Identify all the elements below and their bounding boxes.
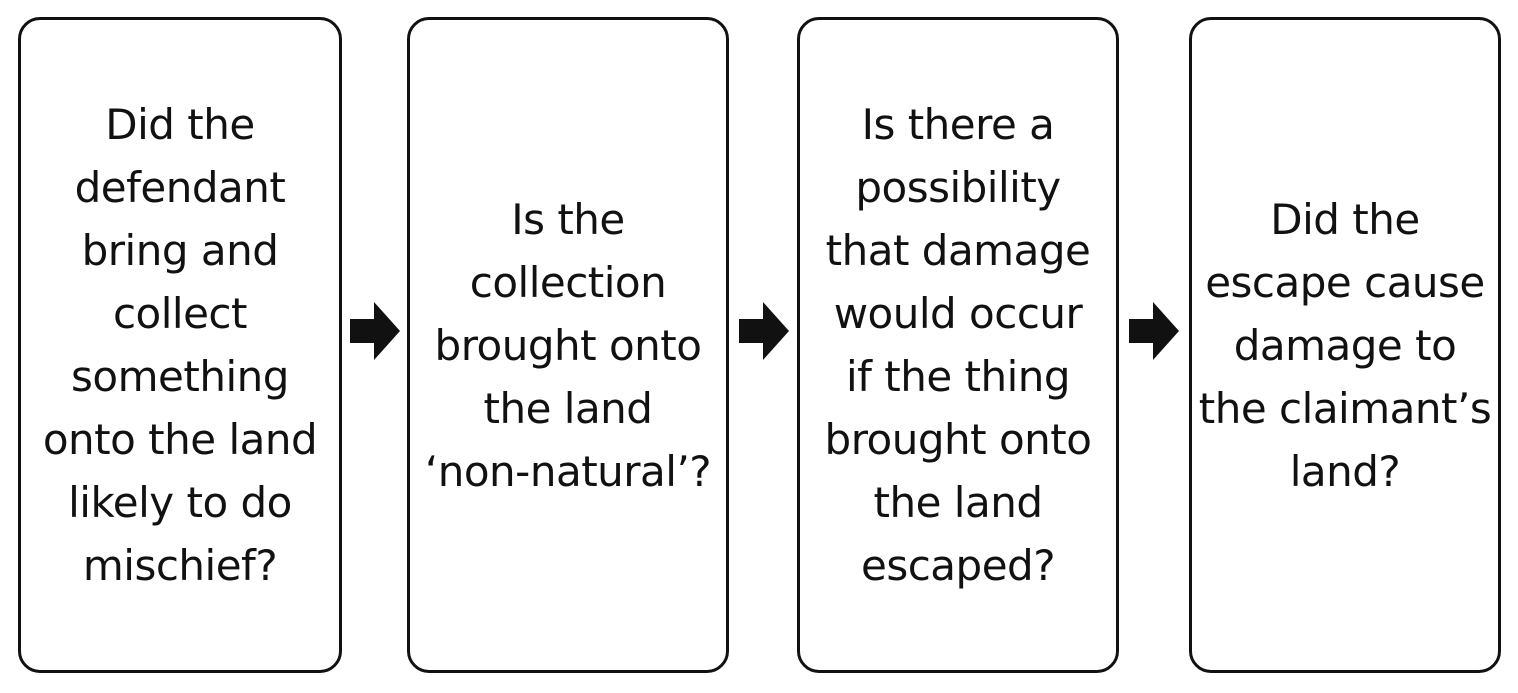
step-text-2: Is the collection brought onto the land … bbox=[424, 194, 712, 496]
right-arrow-icon-shape bbox=[739, 302, 789, 360]
right-arrow-icon-shape bbox=[350, 302, 400, 360]
step-box-2: Is the collection brought onto the land … bbox=[407, 17, 729, 673]
step-text-1: Did the defendant bring and collect some… bbox=[42, 100, 318, 590]
step-text-3: Is there a possibility that damage would… bbox=[824, 100, 1092, 590]
step-box-1: Did the defendant bring and collect some… bbox=[18, 17, 342, 673]
step-text-4: Did the escape cause damage to the claim… bbox=[1198, 194, 1492, 496]
right-arrow-icon-shape bbox=[1129, 302, 1179, 360]
right-arrow-icon bbox=[739, 302, 789, 360]
right-arrow-icon bbox=[1129, 302, 1179, 360]
step-box-4: Did the escape cause damage to the claim… bbox=[1189, 17, 1501, 673]
step-box-3: Is there a possibility that damage would… bbox=[797, 17, 1119, 673]
right-arrow-icon bbox=[350, 302, 400, 360]
